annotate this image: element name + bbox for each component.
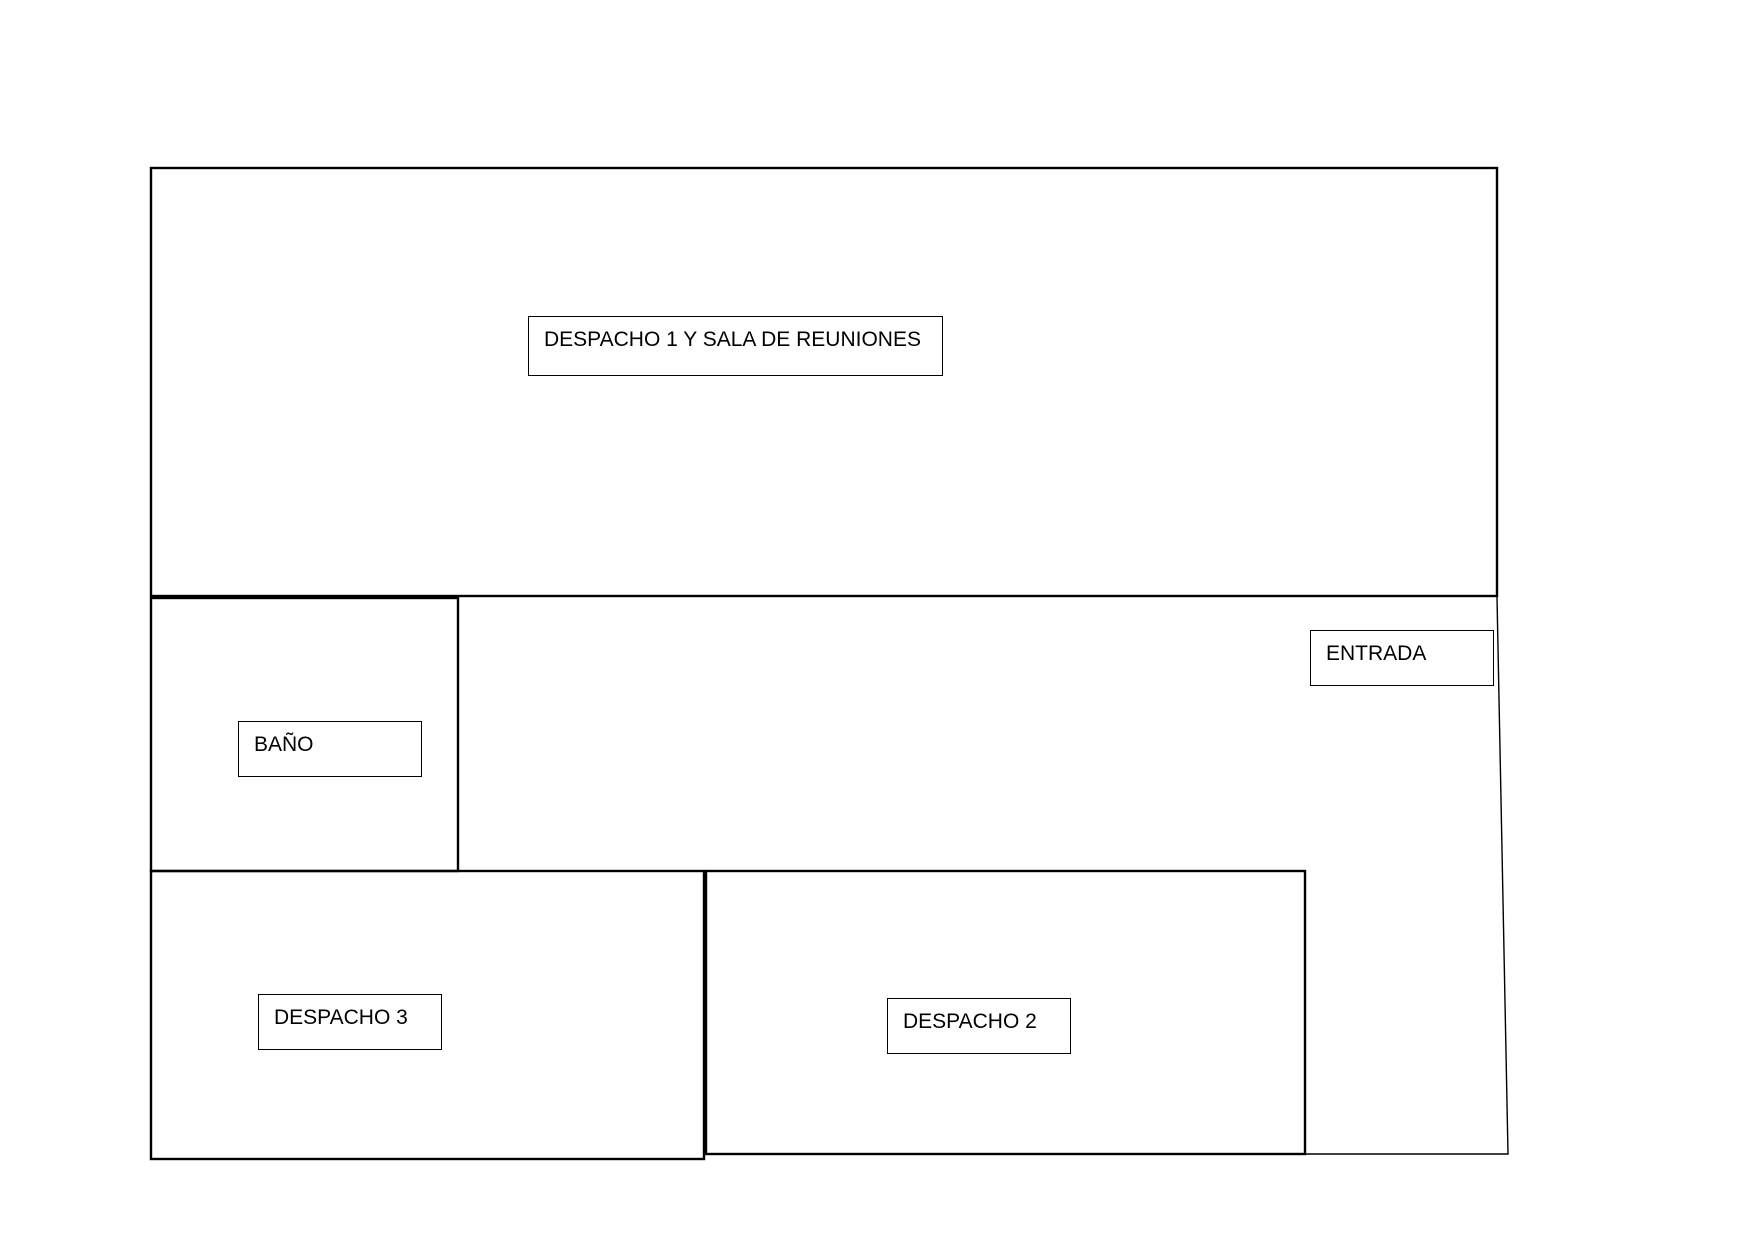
label-despacho-2: DESPACHO 2 — [887, 998, 1071, 1054]
room-despacho-1-outline — [149, 166, 1499, 598]
label-despacho-1: DESPACHO 1 Y SALA DE REUNIONES — [528, 316, 943, 376]
label-despacho-3: DESPACHO 3 — [258, 994, 442, 1050]
room-despacho-3-outline — [149, 869, 706, 1161]
label-entrada: ENTRADA — [1310, 630, 1494, 686]
label-bano: BAÑO — [238, 721, 422, 777]
room-entrada-outline — [1305, 596, 1509, 1155]
room-despacho-2-outline — [704, 869, 1307, 1156]
